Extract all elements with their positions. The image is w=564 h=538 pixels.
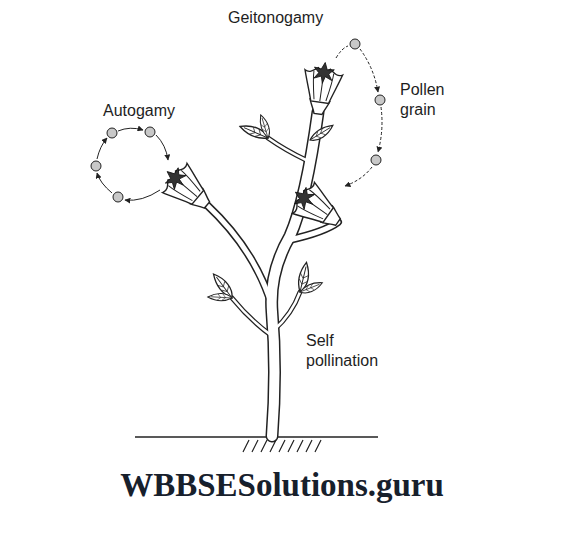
geitonogamy-pollen-path [336,39,385,186]
ground-line [135,437,378,452]
twig-fill [232,138,306,336]
branch-outline [207,205,272,306]
flower [285,177,349,238]
ground-hatch [243,440,321,452]
pollen-arrow [156,135,168,160]
watermark: WBBSESolutions.guru [0,466,564,504]
pollen-grain [107,128,117,138]
pollen-grain [91,161,101,171]
pollen-arrow [378,107,382,152]
pollen-grain [375,95,385,105]
stem-outline [272,112,318,436]
pollen-arrow [125,190,160,200]
leaf [299,281,324,295]
leaf [208,291,233,303]
pollen-grain [371,155,381,165]
autogamy-pollen-cycle [91,127,168,202]
pollen-arrow [97,138,107,159]
leaf [259,114,271,139]
leaf [308,124,336,143]
process-label: Self pollination [306,331,398,371]
plant-stem [207,112,338,436]
pollen-arrow [97,173,112,193]
ground-line [135,436,378,438]
pollen-arrow [345,167,372,186]
branch-fill [207,205,272,306]
stem-fill [272,112,318,436]
pollen-grain [350,39,360,49]
pollen-path [336,46,348,58]
flowers [155,60,349,238]
pollen-grain [145,127,155,137]
flower [155,157,219,220]
pollen-arrow [360,49,378,92]
pollen-grain [113,192,123,202]
flower [299,60,344,117]
process-label: Geitonogamy [228,8,348,28]
pollen-arrow [118,128,143,131]
process-label: Autogamy [103,101,203,121]
part-label: Pollen grain [400,80,456,120]
